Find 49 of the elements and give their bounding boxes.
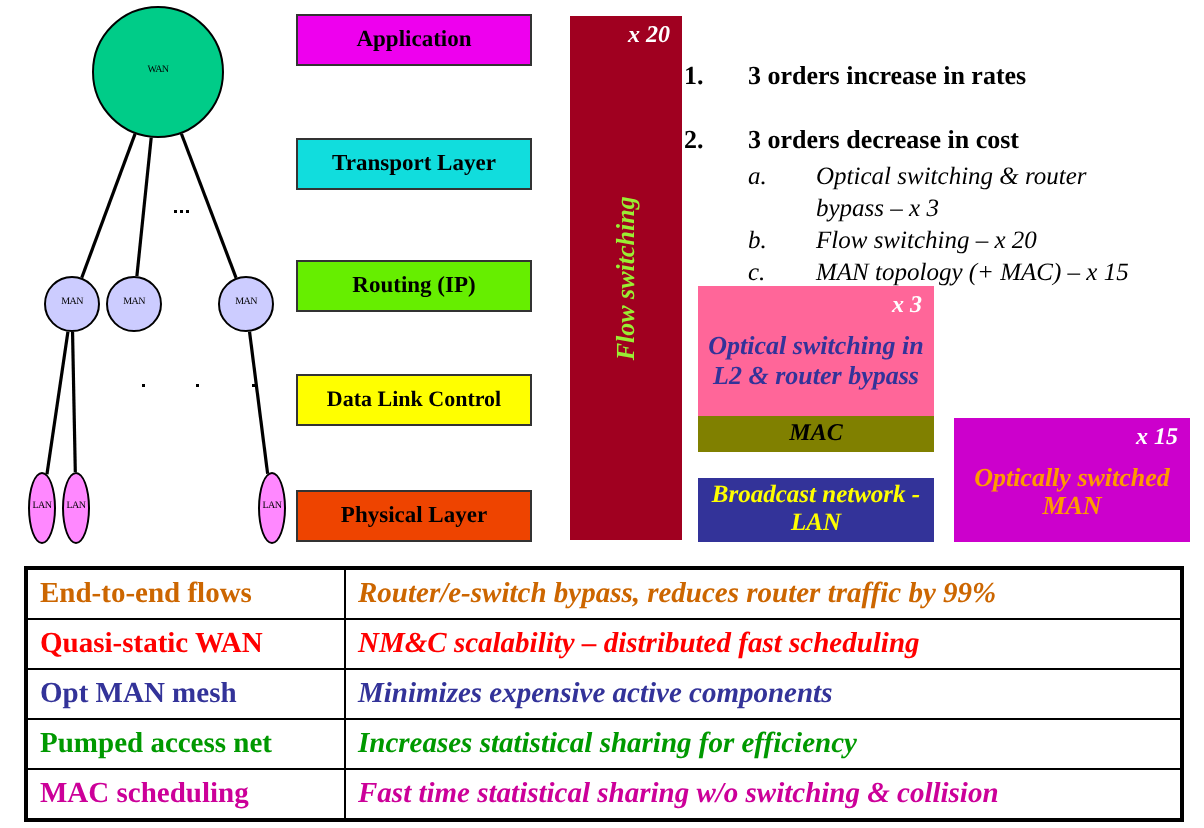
network-circle (218, 276, 274, 332)
list-marker: b. (748, 224, 767, 256)
layer-box (296, 138, 532, 190)
list-item: 3 orders increase in rates (748, 60, 1027, 92)
connector-line (70, 331, 77, 473)
network-ellipse (28, 472, 56, 544)
box-label: Optical switching in L2 & router bypass (706, 332, 926, 390)
multiplier-label: x 3 (892, 292, 922, 319)
layer-box (698, 286, 934, 416)
list-marker: c. (748, 256, 766, 288)
connector-line (135, 137, 153, 277)
multiplier-label: x 15 (1136, 424, 1178, 451)
list-marker: 1. (684, 60, 704, 92)
layer-box (296, 490, 532, 542)
connector-line (80, 133, 137, 279)
layer-box (954, 418, 1190, 542)
layer-box (296, 14, 532, 66)
network-circle (44, 276, 100, 332)
network-ellipse (258, 472, 286, 544)
list-item: MAN topology (+ MAC) – x 15 (816, 256, 1129, 288)
layer-box (296, 374, 532, 426)
list-marker: 2. (684, 124, 704, 156)
layer-box (296, 260, 532, 312)
table-cell: Pumped access net (26, 719, 345, 769)
box-label: Application (356, 27, 472, 53)
table-cell: Quasi-static WAN (26, 619, 345, 669)
list-item: Flow switching – x 20 (816, 224, 1037, 256)
layer-box (570, 16, 682, 540)
table-cell: Opt MAN mesh (26, 669, 345, 719)
list-item: 3 orders decrease in cost (748, 124, 1020, 156)
network-ellipse (62, 472, 90, 544)
table-cell: End-to-end flows (26, 568, 345, 619)
box-label: Broadcast network - LAN (709, 482, 923, 538)
box-label: Flow switching (611, 196, 641, 360)
box-label: Physical Layer (340, 503, 488, 529)
connector-line (45, 331, 70, 475)
box-label: MAC (789, 420, 843, 448)
connector-line (247, 331, 270, 474)
box-label: Routing (IP) (352, 273, 476, 299)
box-label: Optically switched MAN (972, 463, 1172, 521)
box-label: Data Link Control (326, 387, 502, 413)
layer-box (698, 416, 934, 452)
list-item: Optical switching & router bypass – x 3 (816, 160, 1089, 224)
list-marker: a. (748, 160, 767, 192)
layer-box (698, 478, 934, 542)
network-circle (106, 276, 162, 332)
connector-line (179, 133, 238, 279)
multiplier-label: x 20 (628, 22, 670, 49)
box-label: Transport Layer (332, 151, 496, 177)
